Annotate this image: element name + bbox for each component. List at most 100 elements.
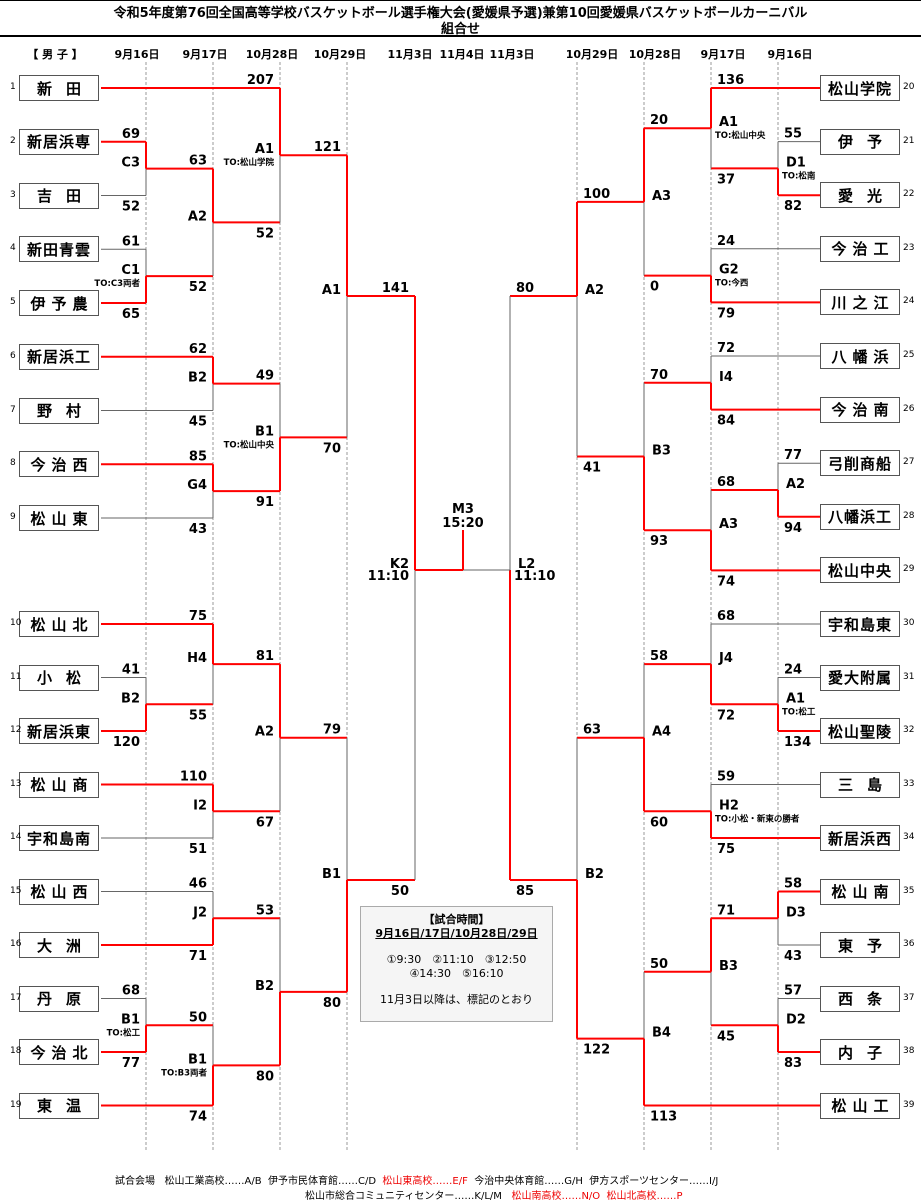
score-label: 58 — [784, 877, 802, 892]
team-number: 36 — [903, 939, 915, 949]
score-label: 207 — [247, 73, 274, 88]
score-label: 58 — [650, 649, 668, 664]
final-code: M3 — [452, 502, 474, 517]
match-code: C1 — [121, 263, 140, 278]
team-box: 宇和島東 — [820, 611, 900, 637]
match-note: TO:B3両者 — [161, 1067, 207, 1078]
score-label: 52 — [256, 226, 274, 241]
venue: 松山工業高校……A/B — [164, 1176, 262, 1187]
team-box: 小松 — [19, 664, 99, 691]
team-box: 新居浜工 — [19, 343, 99, 370]
team-box: 松山南 — [820, 878, 900, 905]
score-label: 84 — [717, 414, 735, 429]
team-number: 9 — [10, 512, 16, 522]
score-label: 80 — [323, 996, 341, 1011]
match-code: D2 — [786, 1012, 806, 1027]
score-label: 46 — [189, 877, 207, 892]
team-box: 松山西 — [19, 878, 99, 905]
date-header: 10月29日 — [565, 48, 619, 61]
score-label: 121 — [314, 140, 341, 155]
team-number: 38 — [903, 1046, 915, 1056]
score-label: 75 — [189, 609, 207, 624]
team-number: 12 — [10, 725, 22, 735]
match-code: D3 — [786, 905, 806, 920]
date-header: 9月16日 — [767, 48, 813, 61]
team-number: 7 — [10, 404, 16, 415]
score-label: 0 — [650, 280, 659, 295]
team-box: 愛光 — [820, 182, 900, 209]
date-header: 10月29日 — [313, 48, 367, 61]
score-label: 81 — [256, 649, 274, 664]
match-code: J4 — [718, 651, 733, 666]
match-code: B1 — [121, 1012, 140, 1027]
score-label: 59 — [717, 770, 735, 785]
team-box: 伊予 — [820, 128, 900, 155]
match-note: TO:松工 — [782, 706, 816, 717]
team-box: 八幡浜 — [820, 343, 900, 369]
score-label: 93 — [650, 534, 668, 549]
team-box: 新田 — [19, 75, 99, 101]
match-note: TO:C3両者 — [94, 278, 140, 289]
match-code: A1 — [322, 283, 341, 298]
team-box: 吉田 — [19, 182, 99, 209]
team-number: 24 — [903, 296, 915, 307]
score-label: 83 — [784, 1056, 802, 1071]
venue: 松山市総合コミュニティセンター……K/L/M — [305, 1191, 502, 1202]
team-number: 16 — [10, 939, 22, 949]
match-code: A4 — [652, 725, 671, 740]
score-label: 43 — [189, 522, 207, 537]
score-label: 55 — [784, 127, 802, 142]
match-code: H2 — [719, 798, 739, 813]
score-label: 50 — [650, 957, 668, 972]
match-code: D1 — [786, 155, 806, 170]
venue: 伊予市民体育館……C/D — [267, 1176, 377, 1187]
team-box: 東予 — [820, 932, 900, 958]
team-number: 1 — [10, 82, 16, 92]
team-number: 5 — [10, 297, 16, 307]
score-label: 50 — [189, 1010, 207, 1025]
match-code: A1 — [255, 142, 274, 157]
score-label: 20 — [650, 113, 668, 128]
team-box: 松山中央 — [820, 557, 900, 584]
score-label: 63 — [189, 154, 207, 169]
match-code: B3 — [652, 444, 671, 459]
match-code: I4 — [719, 370, 733, 385]
page-title: 令和5年度第76回全国高等学校バスケットボール選手権大会(愛媛県予選)兼第10回… — [113, 6, 808, 21]
team-number: 10 — [10, 618, 22, 628]
team-box: 三島 — [820, 771, 900, 798]
team-number: 34 — [903, 832, 915, 842]
match-code: B2 — [121, 691, 140, 706]
match-note: TO:松山中央 — [224, 439, 275, 450]
team-number: 20 — [903, 82, 915, 92]
match-code: L2 — [518, 557, 535, 572]
score-label: 24 — [784, 663, 802, 678]
top-rule — [0, 0, 921, 1]
venue-label: 試合会場 — [115, 1176, 155, 1187]
team-box: 宇和島南 — [19, 825, 99, 851]
team-box: 今治南 — [820, 396, 900, 423]
team-box: 松山工 — [820, 1092, 900, 1119]
team-box: 大洲 — [19, 932, 99, 958]
team-number: 21 — [903, 135, 915, 146]
team-box: 川之江 — [820, 289, 900, 316]
score-label: 68 — [717, 475, 735, 490]
team-box: 新居浜東 — [19, 718, 99, 744]
score-label: 51 — [189, 842, 207, 857]
page-subtitle: 組合せ — [440, 22, 480, 37]
team-number: 15 — [10, 885, 22, 896]
division-label: 【 男 子 】 — [27, 48, 83, 61]
team-number: 4 — [10, 243, 16, 254]
match-note: TO:松工 — [107, 1027, 141, 1038]
score-label: 55 — [189, 708, 207, 723]
match-code: B1 — [188, 1052, 207, 1067]
team-number: 31 — [903, 671, 915, 682]
match-code: A3 — [652, 189, 671, 204]
match-code: B4 — [652, 1026, 671, 1041]
score-label: 85 — [516, 884, 534, 899]
team-number: 3 — [10, 189, 16, 200]
match-code: A2 — [255, 725, 274, 740]
date-header: 10月28日 — [245, 48, 299, 61]
score-label: 79 — [323, 723, 341, 738]
date-header: 10月28日 — [628, 48, 682, 61]
